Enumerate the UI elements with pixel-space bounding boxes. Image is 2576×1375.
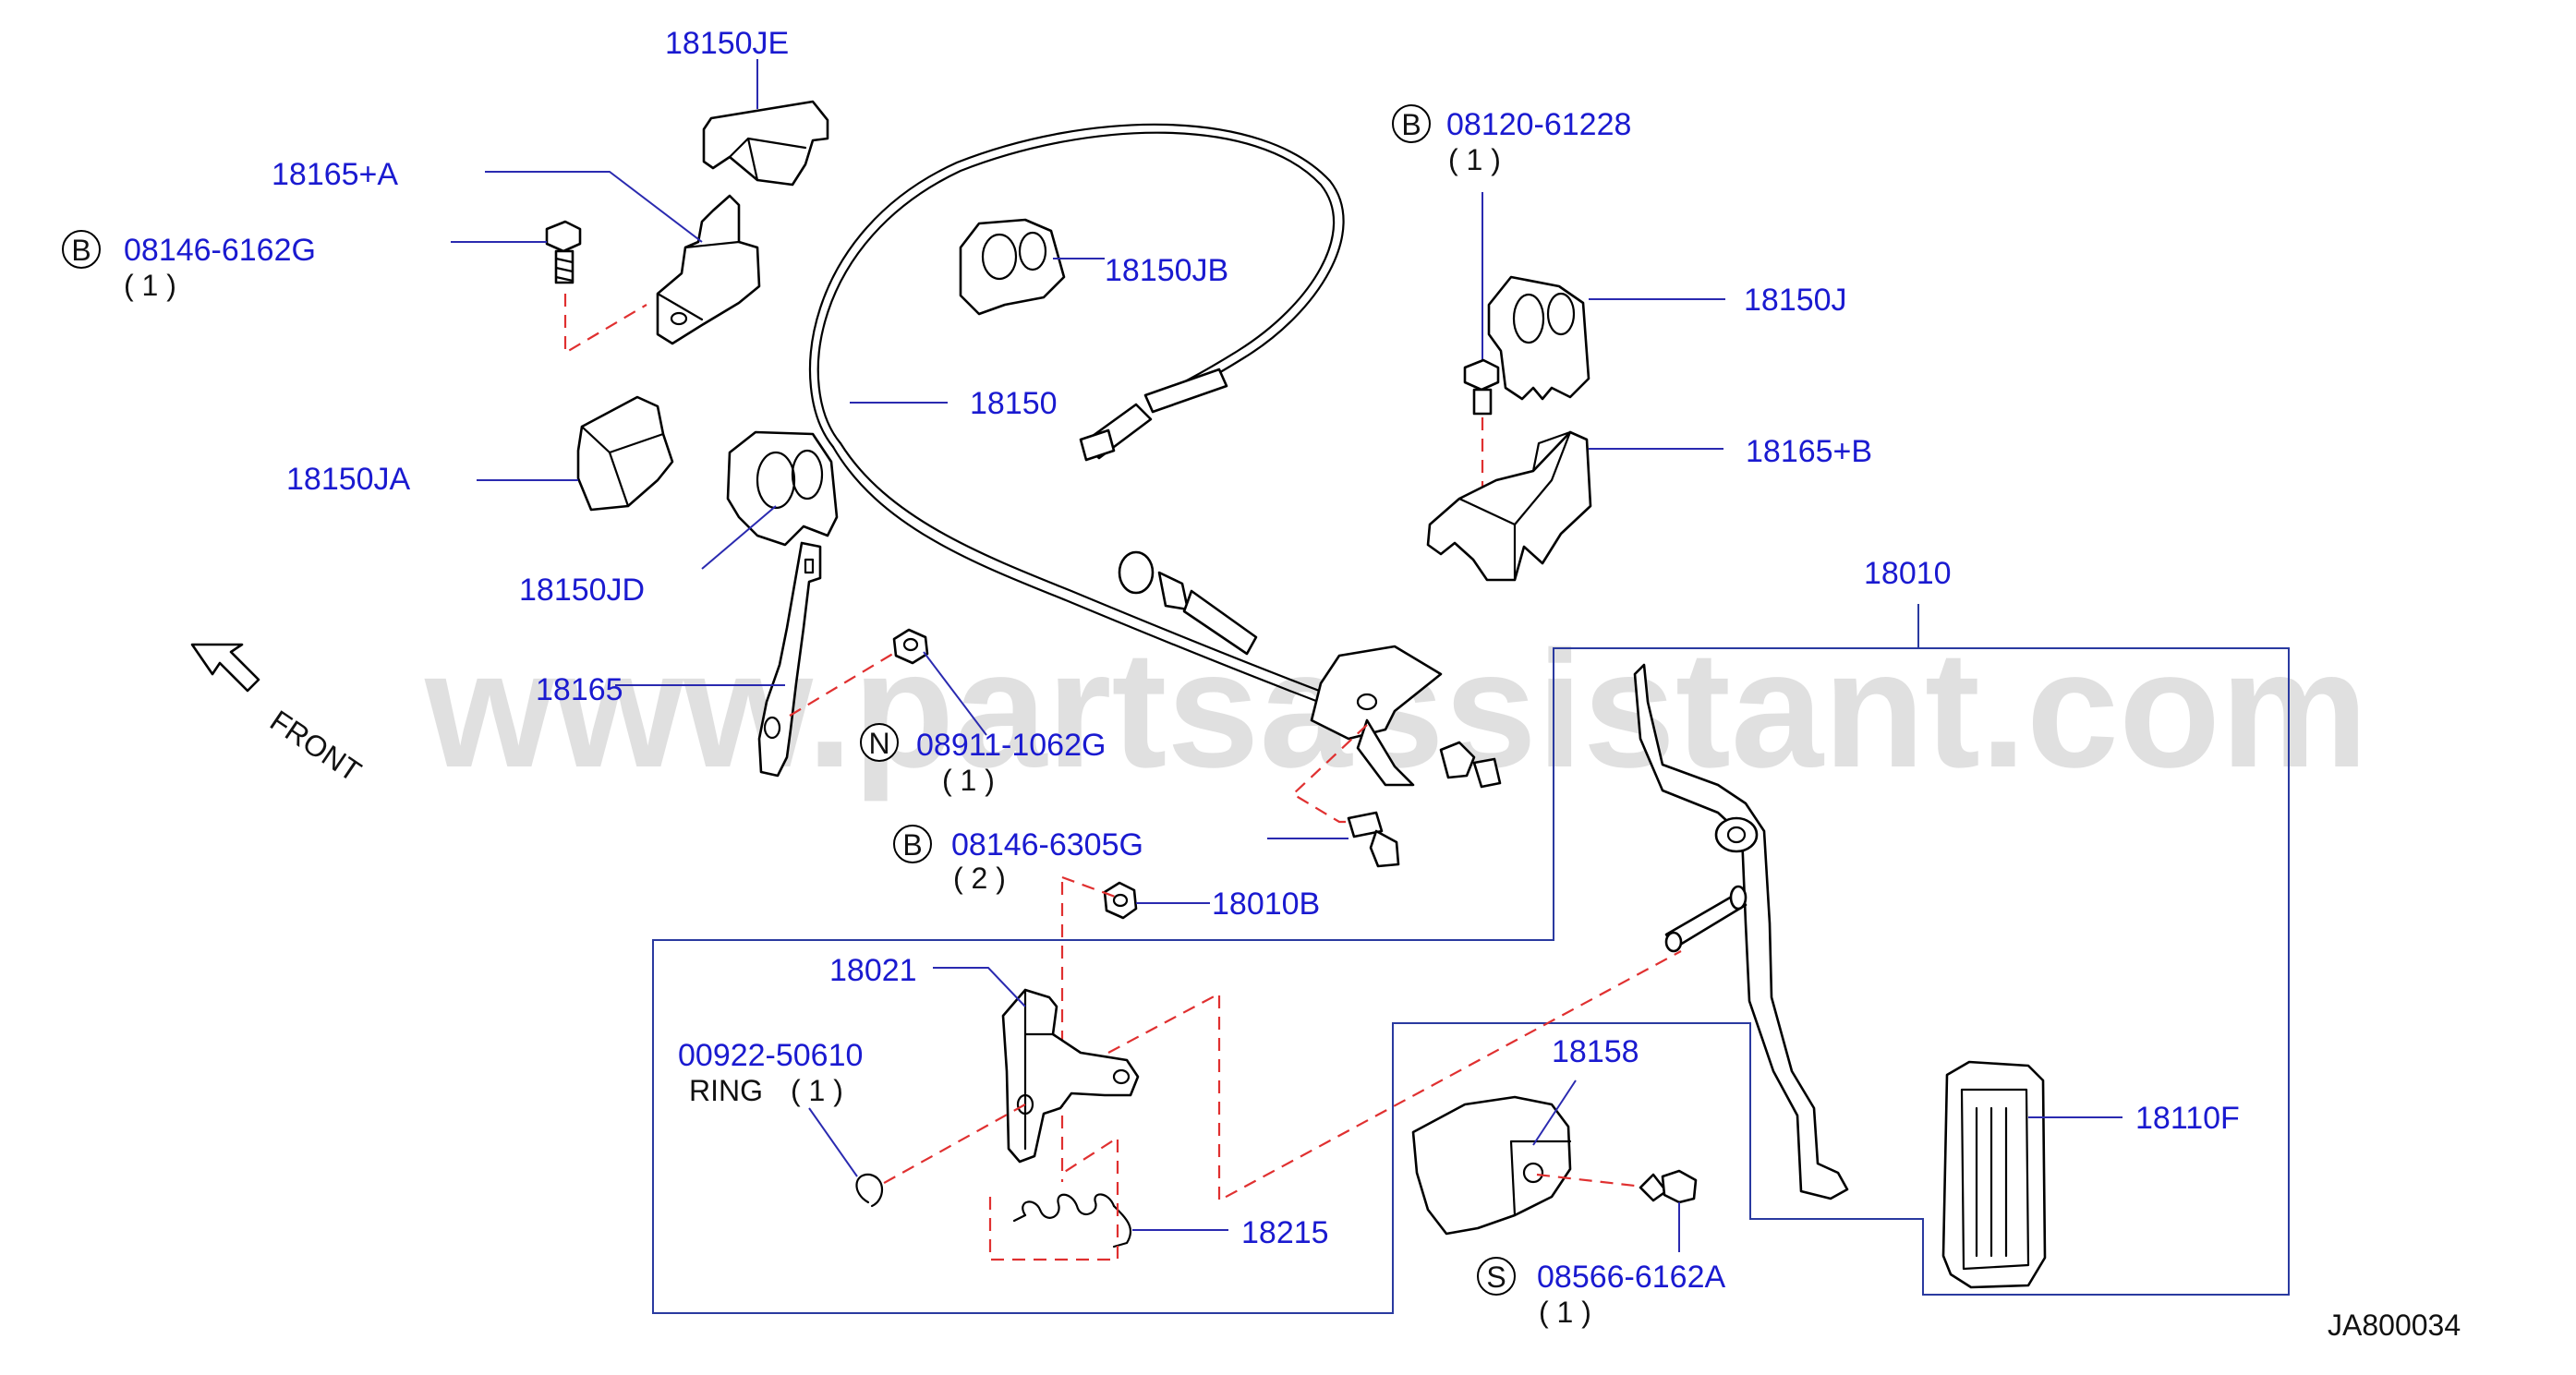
dashed-spring-box	[988, 1135, 1119, 1261]
label-08146-6305G: 08146-6305G	[951, 827, 1143, 862]
marker-b-08120-61228: B	[1392, 104, 1431, 143]
assembly-frame-18010	[652, 647, 2290, 1314]
bracket-18021	[1001, 988, 1140, 1164]
bracket-18165B	[1426, 430, 1592, 582]
stopper-18158	[1411, 1095, 1572, 1236]
dashed-18165	[789, 645, 906, 717]
svg-text:B: B	[71, 234, 91, 267]
cable-lower-run	[839, 441, 1350, 704]
svg-text:N: N	[868, 727, 889, 760]
front-arrow-icon	[190, 643, 260, 693]
clip-18150J	[1487, 275, 1590, 401]
accelerator-cable-18150	[816, 131, 1336, 445]
leader-00922-50610	[808, 1107, 858, 1177]
label-08911-1062G: 08911-1062G	[916, 728, 1106, 763]
label-18110F: 18110F	[2135, 1101, 2240, 1136]
pedal-arm-18010	[1633, 663, 1849, 1200]
dashed-18010B	[1061, 875, 1119, 899]
marker-b-08146-6162G: B	[62, 230, 101, 269]
pedal-pivot-pin	[1664, 885, 1748, 953]
ring-label: RING	[689, 1074, 763, 1107]
dashed-ring	[877, 1104, 1026, 1188]
leader-18150JD	[701, 505, 777, 570]
qty-00922-50610: ( 1 )	[791, 1074, 843, 1107]
spring-18215	[1012, 1193, 1132, 1248]
accelerator-cable-inner	[809, 123, 1345, 449]
cable-end-fitting	[1079, 368, 1228, 462]
label-08120-61228: 08120-61228	[1446, 107, 1631, 142]
label-18150: 18150	[970, 386, 1058, 421]
label-18010: 18010	[1864, 556, 1952, 591]
ring-00922-50610	[855, 1173, 884, 1208]
bolt-08566-6162A	[1639, 1169, 1698, 1204]
label-18010B: 18010B	[1212, 887, 1320, 922]
marker-b-08146-6305G: B	[893, 825, 932, 863]
label-18150JA: 18150JA	[286, 462, 411, 497]
label-18165: 18165	[536, 672, 623, 707]
nut-18010B	[1103, 881, 1138, 920]
marker-n-08911-1062G: N	[860, 723, 899, 762]
bolt-08146-6162G	[545, 220, 582, 284]
label-18165B: 18165+B	[1746, 434, 1872, 469]
cable-lower-run-inner	[831, 445, 1345, 713]
leader-18021	[933, 967, 1026, 1007]
label-18150JB: 18150JB	[1105, 253, 1228, 288]
bracket-18165	[757, 541, 822, 778]
qty-08911-1062G: ( 1 )	[942, 764, 995, 797]
label-18150J: 18150J	[1744, 283, 1847, 318]
svg-text:B: B	[1401, 108, 1421, 141]
dashed-bracket-pedal	[1107, 950, 1682, 1202]
leader-18158	[1532, 1079, 1577, 1146]
label-18165A: 18165+A	[272, 157, 398, 192]
clip-18150JB	[959, 218, 1066, 316]
label-08566-6162A: 08566-6162A	[1537, 1260, 1726, 1295]
marker-s-08566-6162A: S	[1477, 1257, 1516, 1296]
clip-18150JE	[702, 100, 829, 187]
label-08146-6162G: 08146-6162G	[124, 233, 316, 268]
label-18150JE: 18150JE	[665, 26, 789, 61]
dashed-18158	[1536, 1173, 1636, 1188]
clip-18150JD	[726, 430, 839, 547]
nut-08911-1062G	[892, 628, 929, 665]
label-18215: 18215	[1241, 1215, 1329, 1250]
qty-08120-61228: ( 1 )	[1448, 143, 1501, 176]
front-label: FRONT	[264, 704, 367, 788]
dashed-cable-bolt	[1291, 724, 1368, 824]
dashed-18165A	[563, 294, 647, 355]
svg-text:S: S	[1486, 1260, 1506, 1294]
clip-18150JA	[576, 395, 674, 512]
leader-18165A	[485, 171, 703, 243]
cable-bracket	[1310, 645, 1443, 787]
bracket-18165A	[656, 194, 761, 345]
bolt-08120-61228	[1463, 358, 1500, 416]
leader-08911-1062G	[923, 651, 987, 736]
cable-end-nut	[1439, 741, 1502, 789]
label-18021: 18021	[829, 953, 917, 988]
qty-08146-6162G: ( 1 )	[124, 269, 176, 302]
svg-text:B: B	[902, 828, 922, 862]
label-00922-50610: 00922-50610	[678, 1038, 863, 1073]
qty-08146-6305G: ( 2 )	[953, 862, 1006, 895]
bolt-08146-6305G	[1347, 811, 1400, 868]
diagram-code: JA800034	[2328, 1309, 2461, 1342]
label-18150JD: 18150JD	[519, 573, 645, 608]
label-18158: 18158	[1552, 1034, 1639, 1069]
cable-outer-fitting	[1118, 550, 1258, 656]
qty-08566-6162A: ( 1 )	[1539, 1296, 1591, 1329]
pedal-pad-18110F	[1941, 1060, 2047, 1289]
